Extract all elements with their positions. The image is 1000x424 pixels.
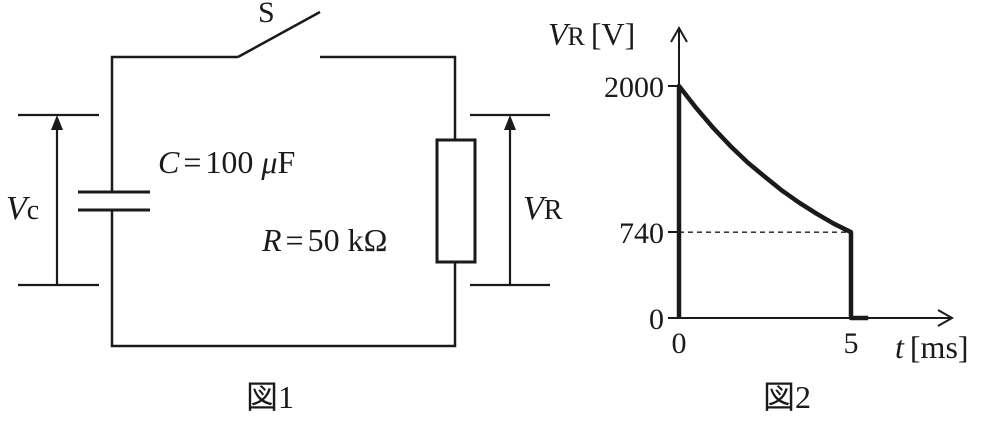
figure2-caption: 図2 — [763, 379, 811, 415]
x-axis-arrow — [937, 309, 955, 327]
vc-arrowhead — [51, 115, 63, 130]
capacitor — [78, 190, 150, 212]
vc-indicator — [18, 113, 99, 287]
wire-top-left — [110, 55, 238, 160]
resistor — [435, 138, 477, 264]
x-axis-title: t[ms] — [895, 329, 969, 365]
wire-top-right — [320, 55, 457, 140]
wire-bottom — [110, 210, 457, 348]
x-tick-label-5: 5 — [844, 327, 859, 360]
graph: 2000 740 0 0 5 VR[V] t[ms] — [548, 16, 969, 365]
figure1-caption: 図1 — [246, 379, 294, 415]
vr-arrowhead — [504, 115, 516, 130]
vc-label: Vc — [6, 190, 39, 227]
y-axis-arrow — [670, 25, 688, 43]
vr-label: VR — [523, 190, 563, 227]
y-tick-label-0: 0 — [649, 303, 664, 336]
x-tick-label-0: 0 — [672, 327, 687, 360]
circuit-diagram — [110, 10, 457, 348]
y-axis-title: VR[V] — [548, 16, 635, 52]
switch-label: S — [258, 0, 275, 29]
switch-blade — [237, 10, 321, 59]
y-tick-label-2000: 2000 — [604, 71, 664, 104]
y-tick-label-740: 740 — [619, 217, 664, 250]
vr-curve — [676, 83, 869, 321]
